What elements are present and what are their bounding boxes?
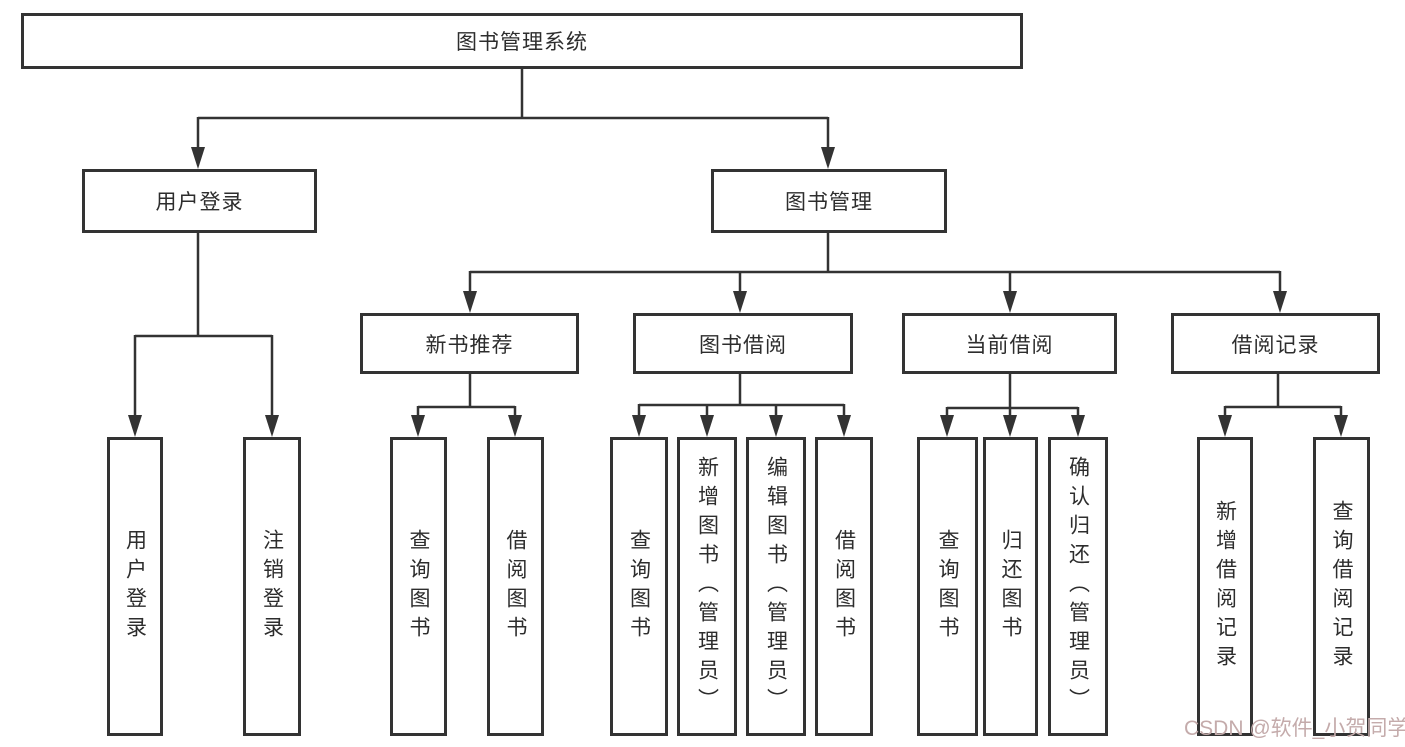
leaf-borrow-books-recommend: 借阅图书 xyxy=(487,437,544,736)
leaf-confirm-return-admin: 确认归还（管理员） xyxy=(1048,437,1108,736)
leaf-query-books-recommend: 查询图书 xyxy=(390,437,447,736)
node-new-book-recommendation: 新书推荐 xyxy=(360,313,579,374)
node-borrowing-records: 借阅记录 xyxy=(1171,313,1380,374)
leaf-edit-books-admin: 编辑图书（管理员） xyxy=(746,437,806,736)
leaf-query-books-current: 查询图书 xyxy=(917,437,978,736)
leaf-add-borrow-record: 新增借阅记录 xyxy=(1197,437,1253,736)
node-user-login: 用户登录 xyxy=(82,169,317,233)
node-book-management: 图书管理 xyxy=(711,169,947,233)
node-current-borrowing: 当前借阅 xyxy=(902,313,1117,374)
node-library-system: 图书管理系统 xyxy=(21,13,1023,69)
leaf-logout: 注销登录 xyxy=(243,437,301,736)
leaf-return-books: 归还图书 xyxy=(983,437,1038,736)
leaf-query-books-borrow: 查询图书 xyxy=(610,437,668,736)
leaf-user-login: 用户登录 xyxy=(107,437,163,736)
leaf-borrow-books: 借阅图书 xyxy=(815,437,873,736)
csdn-watermark: CSDN @软件_小贺同学 xyxy=(1184,717,1405,740)
leaf-query-borrow-record: 查询借阅记录 xyxy=(1313,437,1370,736)
node-book-borrowing: 图书借阅 xyxy=(633,313,853,374)
leaf-add-books-admin: 新增图书（管理员） xyxy=(677,437,737,736)
